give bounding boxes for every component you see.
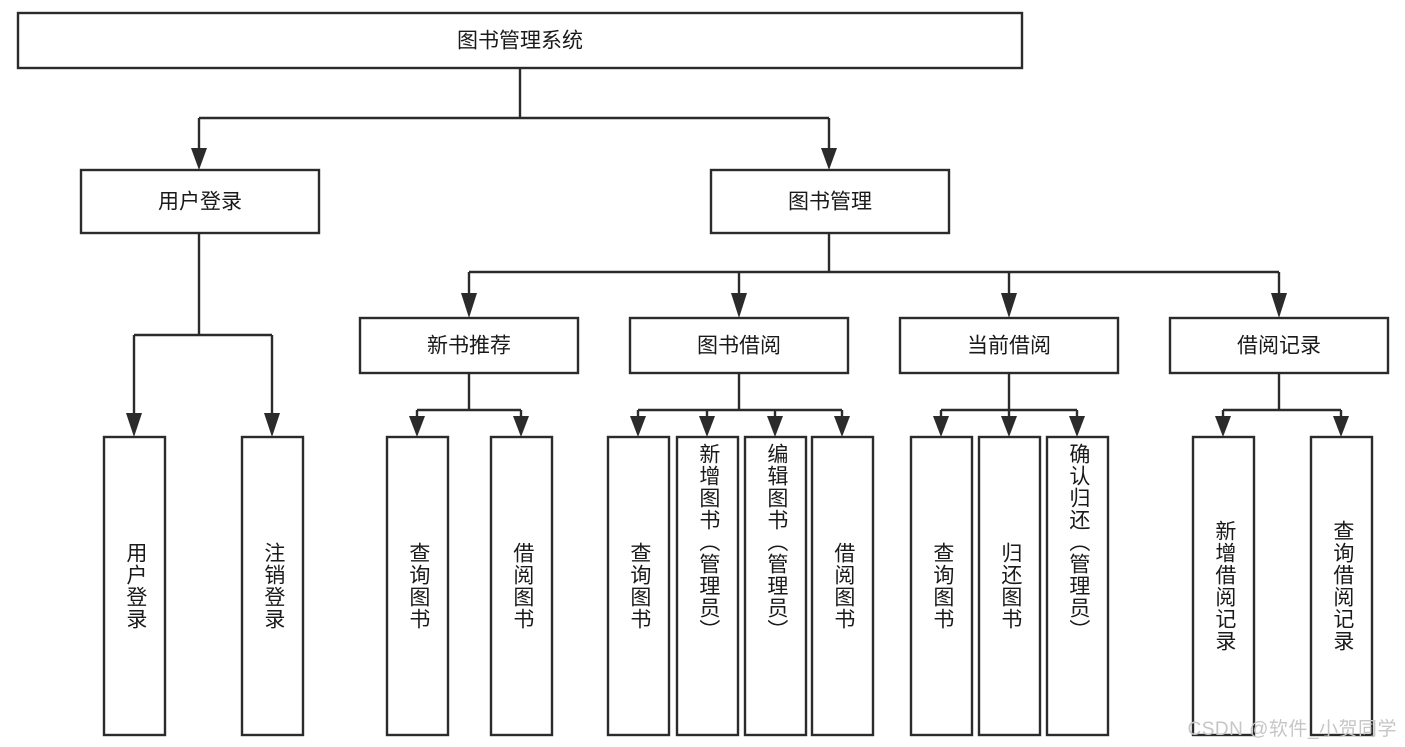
node-new-book-recommend-label: 新书推荐 [427, 335, 511, 358]
node-leaf-br-query-box[interactable] [1309, 435, 1374, 737]
node-book-borrow-label: 图书借阅 [697, 335, 781, 358]
arrow-head-cb-leaf-2 [1001, 416, 1017, 437]
connector-group-book-manage [461, 233, 1287, 318]
arrow-head-cb-leaf-3 [1069, 416, 1085, 437]
node-leaf-cb-confirm-box[interactable] [1045, 435, 1110, 737]
arrow-head-new-book-recommend [461, 293, 477, 318]
connector-group-borrow-record [1215, 373, 1349, 437]
node-book-borrow-box[interactable] [628, 316, 850, 375]
arrow-head-br-leaf-1 [1215, 416, 1231, 437]
connector-group-new-book-recommend [409, 373, 529, 437]
arrow-head-leaf-logout [264, 413, 280, 437]
node-leaf-nbr-query-box[interactable] [385, 435, 450, 737]
arrow-head-user-login [191, 148, 207, 170]
node-new-book-recommend-box[interactable] [358, 316, 580, 375]
arrow-head-leaf-user-login [126, 413, 142, 437]
node-book-manage-label: 图书管理 [788, 191, 872, 214]
node-leaf-cb-query-box[interactable] [909, 435, 974, 737]
arrow-head-nbr-leaf-1 [409, 416, 425, 437]
node-leaf-cb-return-box[interactable] [977, 435, 1042, 737]
connector-group-root [191, 68, 837, 170]
node-leaf-user-login-box[interactable] [102, 435, 167, 737]
arrow-head-cb-leaf-1 [933, 416, 949, 437]
node-borrow-record-box[interactable] [1168, 316, 1390, 375]
arrow-head-nbr-leaf-2 [513, 416, 529, 437]
node-leaf-logout-box[interactable] [240, 435, 305, 737]
connector-group-current-borrow [933, 373, 1085, 437]
arrow-head-bb-leaf-1 [630, 416, 646, 437]
node-user-login-box[interactable] [79, 168, 321, 235]
node-root-label: 图书管理系统 [457, 30, 583, 53]
node-borrow-record-label: 借阅记录 [1237, 335, 1321, 358]
node-leaf-bb-borrow-box[interactable] [810, 435, 875, 737]
node-leaf-bb-query-box[interactable] [606, 435, 671, 737]
arrow-head-bb-leaf-3 [767, 416, 783, 437]
node-current-borrow-box[interactable] [898, 316, 1120, 375]
node-root-box[interactable] [16, 11, 1024, 70]
arrow-head-bb-leaf-2 [699, 416, 715, 437]
arrow-head-book-borrow [731, 293, 747, 318]
node-book-manage-box[interactable] [709, 168, 951, 235]
arrow-head-book-manage [821, 148, 837, 170]
node-current-borrow-label: 当前借阅 [967, 335, 1051, 358]
arrow-head-borrow-record [1271, 293, 1287, 318]
arrow-head-bb-leaf-4 [834, 416, 850, 437]
node-leaf-bb-add-box[interactable] [675, 435, 740, 737]
arrow-head-br-leaf-2 [1333, 416, 1349, 437]
csdn-watermark: CSDN @软件_小贺同学 [1187, 719, 1397, 740]
node-leaf-nbr-borrow-box[interactable] [489, 435, 554, 737]
connector-group-book-borrow [630, 373, 850, 437]
connector-group-user-login [126, 233, 280, 437]
node-leaf-bb-edit-box[interactable] [743, 435, 808, 737]
node-leaf-br-add-box[interactable] [1191, 435, 1256, 737]
arrow-head-current-borrow [1001, 293, 1017, 318]
node-user-login-label: 用户登录 [158, 191, 242, 214]
